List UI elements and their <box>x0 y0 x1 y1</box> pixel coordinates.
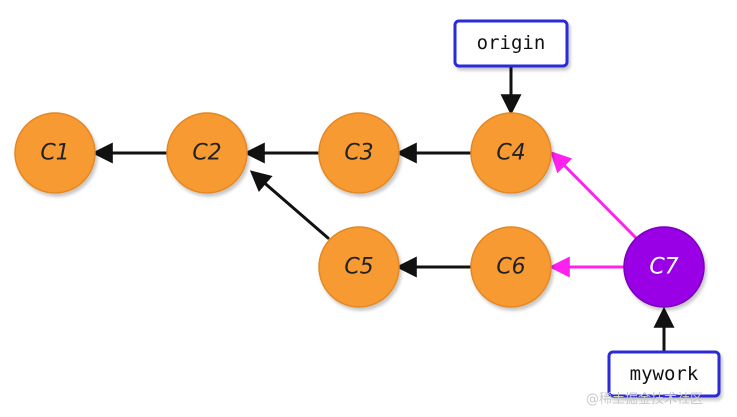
ref-mywork[interactable]: mywork <box>607 350 721 398</box>
edge-c7-to-c4 <box>550 151 638 240</box>
commit-c2-label: C2 <box>192 141 221 166</box>
ref-origin-label: origin <box>477 32 546 54</box>
ref-mywork-label: mywork <box>630 363 699 385</box>
commit-c3[interactable]: C3 <box>318 112 400 194</box>
commit-c7[interactable]: C7 <box>623 226 705 308</box>
commit-c4[interactable]: C4 <box>470 112 552 194</box>
commit-c7-label: C7 <box>649 255 678 280</box>
commit-c6-label: C6 <box>496 255 525 280</box>
edges-layer <box>91 64 675 354</box>
commit-c3-label: C3 <box>344 141 373 166</box>
commit-c1[interactable]: C1 <box>14 112 96 194</box>
ref-origin[interactable]: origin <box>453 19 569 68</box>
commit-c1-label: C1 <box>40 141 69 166</box>
commit-c2[interactable]: C2 <box>166 112 248 194</box>
commit-c4-label: C4 <box>496 141 525 166</box>
commit-c6[interactable]: C6 <box>470 226 552 308</box>
commit-c5[interactable]: C5 <box>318 226 400 308</box>
commit-c5-label: C5 <box>344 255 373 280</box>
edge-c5-to-c2 <box>249 170 330 240</box>
watermark-text: @稀土掘金技术社区 <box>586 391 703 407</box>
